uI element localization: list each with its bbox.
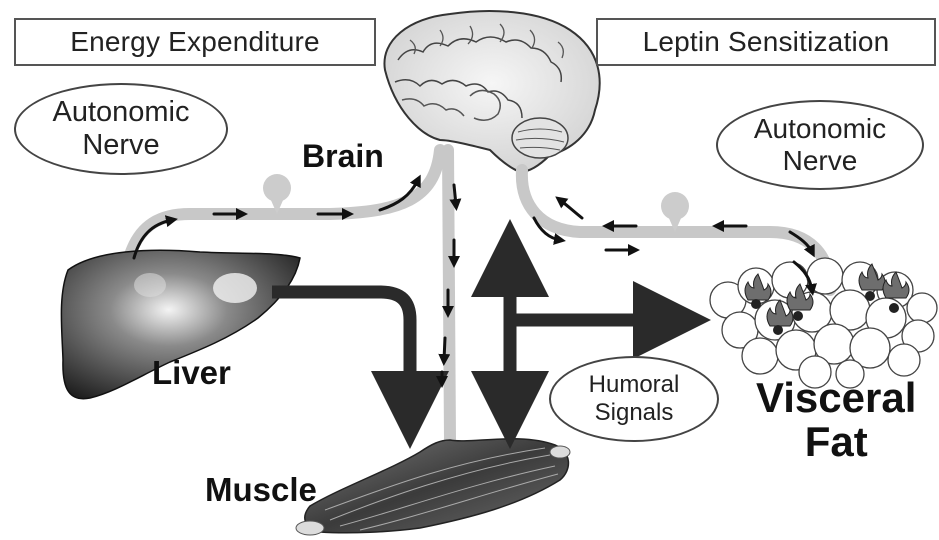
visceral-fat-label: Visceral Fat [756, 376, 916, 464]
oval-left-line2: Nerve [82, 129, 159, 162]
oval-right-line1: Autonomic [754, 113, 886, 145]
muscle-label: Muscle [205, 473, 317, 508]
liver-label: Liver [152, 356, 231, 391]
humoral-signals-oval: Humoral Signals [549, 356, 719, 442]
humoral-line2: Signals [595, 399, 674, 427]
brain-label: Brain [302, 140, 384, 174]
autonomic-nerve-oval-right: Autonomic Nerve [716, 100, 924, 190]
oval-left-line1: Autonomic [52, 96, 189, 129]
oval-right-line2: Nerve [783, 145, 858, 177]
brain-icon [384, 11, 599, 172]
visceral-label-line1: Visceral [756, 376, 916, 420]
visceral-fat-icon [710, 258, 937, 388]
humoral-line1: Humoral [589, 371, 680, 399]
visceral-label-line2: Fat [756, 420, 916, 464]
autonomic-nerve-oval-left: Autonomic Nerve [14, 83, 228, 175]
muscle-icon [296, 439, 570, 535]
energy-expenditure-header: Energy Expenditure [14, 18, 376, 66]
leptin-sensitization-header: Leptin Sensitization [596, 18, 936, 66]
